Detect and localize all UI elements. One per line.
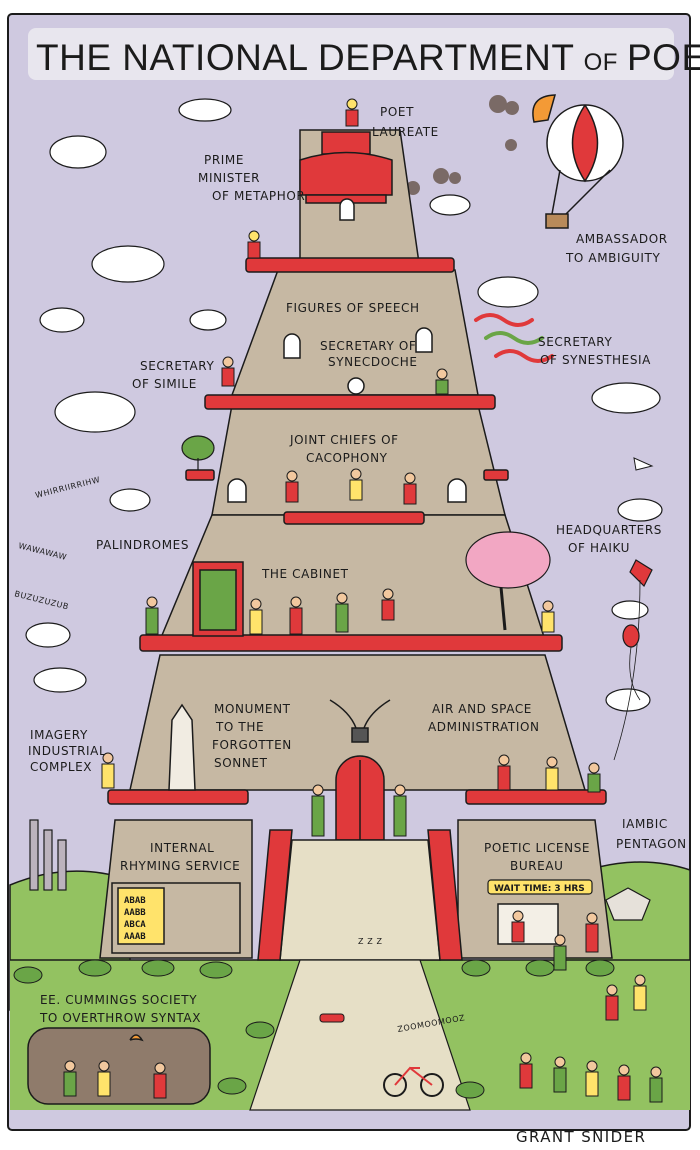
cabinet-label: THE CABINET xyxy=(261,567,349,581)
cummings-label-1: EE. CUMMINGS SOCIETY xyxy=(40,993,197,1007)
monument-label-1: MONUMENT xyxy=(214,702,291,716)
haiku-label-1: HEADQUARTERS xyxy=(556,523,662,537)
title-banner xyxy=(28,28,674,80)
cabinet-bookcase xyxy=(192,561,244,637)
main-doors xyxy=(335,755,385,841)
iambic-label-1: IAMBIC xyxy=(622,817,668,831)
air-space-label-1: AIR AND SPACE xyxy=(432,702,532,716)
title-main: THE NATIONAL DEPARTMENT xyxy=(36,37,574,78)
title-of: OF xyxy=(584,49,618,76)
rhyme-board: ABAB AABB ABCA AAAB xyxy=(111,882,241,954)
cummings-cave xyxy=(27,1027,211,1105)
monument-label-3: FORGOTTEN xyxy=(212,738,292,752)
poet-laureate-label-2: LAUREATE xyxy=(372,125,439,139)
synecdoche-label-1: SECRETARY OF xyxy=(320,339,416,353)
iambic-label-2: PENTAGON xyxy=(616,837,687,851)
balconies xyxy=(107,257,607,805)
smoke-puffs xyxy=(406,95,519,195)
synesthesia-label-1: SECRETARY xyxy=(538,335,612,349)
rhyme-board-line-4: AAAB xyxy=(124,932,146,942)
prime-minister-label-1: PRIME xyxy=(204,153,244,167)
rhyme-board-line-1: ABAB xyxy=(124,896,146,906)
monument-label-4: SONNET xyxy=(214,756,268,770)
labels: POET LAUREATE PRIME MINISTER OF METAPHOR… xyxy=(28,105,687,1146)
poetic-license-window: WAIT TIME: 3 HRS xyxy=(487,879,593,945)
air-space-label-2: ADMINISTRATION xyxy=(428,720,540,734)
figures-of-speech-label: FIGURES OF SPEECH xyxy=(286,301,420,315)
title-end: POETRY xyxy=(627,37,700,78)
irs-label-2: RHYMING SERVICE xyxy=(120,859,240,873)
skateboard xyxy=(319,1013,345,1023)
irs-label-1: INTERNAL xyxy=(150,841,214,855)
bicycle xyxy=(383,1066,444,1097)
bushes xyxy=(13,959,615,1099)
imagery-label-3: COMPLEX xyxy=(30,760,92,774)
monument-label-2: TO THE xyxy=(215,720,264,734)
poet-laureate-label-1: POET xyxy=(380,105,414,119)
iambic-pentagon xyxy=(605,887,651,921)
simile-label-1: SECRETARY xyxy=(140,359,214,373)
stairs xyxy=(257,829,463,961)
kite xyxy=(613,559,653,761)
windows xyxy=(227,198,467,503)
ambassador-label-2: TO AMBIGUITY xyxy=(565,251,660,265)
zzz-sound: Z Z Z xyxy=(358,937,383,946)
figures-people xyxy=(63,98,663,1103)
clouds xyxy=(25,98,663,712)
prime-minister-label-3: OF METAPHOR xyxy=(212,189,305,203)
cacophony-label-1: JOINT CHIEFS OF xyxy=(289,433,399,447)
hot-air-balloon xyxy=(532,94,624,229)
poetic-license-label-2: BUREAU xyxy=(510,859,564,873)
synesthesia-streams xyxy=(474,313,554,363)
factory-smokestacks xyxy=(29,819,67,891)
rhyme-board-line-2: AABB xyxy=(124,908,146,918)
poetic-license-label-1: POETIC LICENSE xyxy=(484,841,590,855)
simile-label-2: OF SIMILE xyxy=(132,377,197,391)
artist-signature: GRANT SNIDER xyxy=(516,1128,646,1146)
paper-plane-icon xyxy=(633,457,654,471)
haiku-label-2: OF HAIKU xyxy=(568,541,630,555)
red-balloon xyxy=(622,624,641,701)
synesthesia-label-2: OF SYNESTHESIA xyxy=(540,353,651,367)
bonsai-tree xyxy=(181,435,215,470)
imagery-label-1: IMAGERY xyxy=(30,728,88,742)
ambassador-label-1: AMBASSADOR xyxy=(576,232,668,246)
synecdoche-label-2: SYNECDOCHE xyxy=(328,355,418,369)
rhyme-board-line-3: ABCA xyxy=(124,920,146,930)
quills-inkwell xyxy=(329,699,391,743)
prime-minister-label-2: MINISTER xyxy=(198,171,260,185)
palindromes-label: PALINDROMES xyxy=(96,538,189,552)
svg-text:THE NATIONAL DEPARTMENT OF: THE NATIONAL DEPARTMENT OF POETRY xyxy=(36,37,700,78)
haiku-tree xyxy=(465,531,551,631)
wait-time-sign: WAIT TIME: 3 HRS xyxy=(494,884,585,894)
cummings-label-2: TO OVERTHROW SYNTAX xyxy=(39,1011,201,1025)
cacophony-label-2: CACOPHONY xyxy=(306,451,388,465)
sonnet-obelisk xyxy=(168,703,196,791)
imagery-label-2: INDUSTRIAL xyxy=(28,744,106,758)
